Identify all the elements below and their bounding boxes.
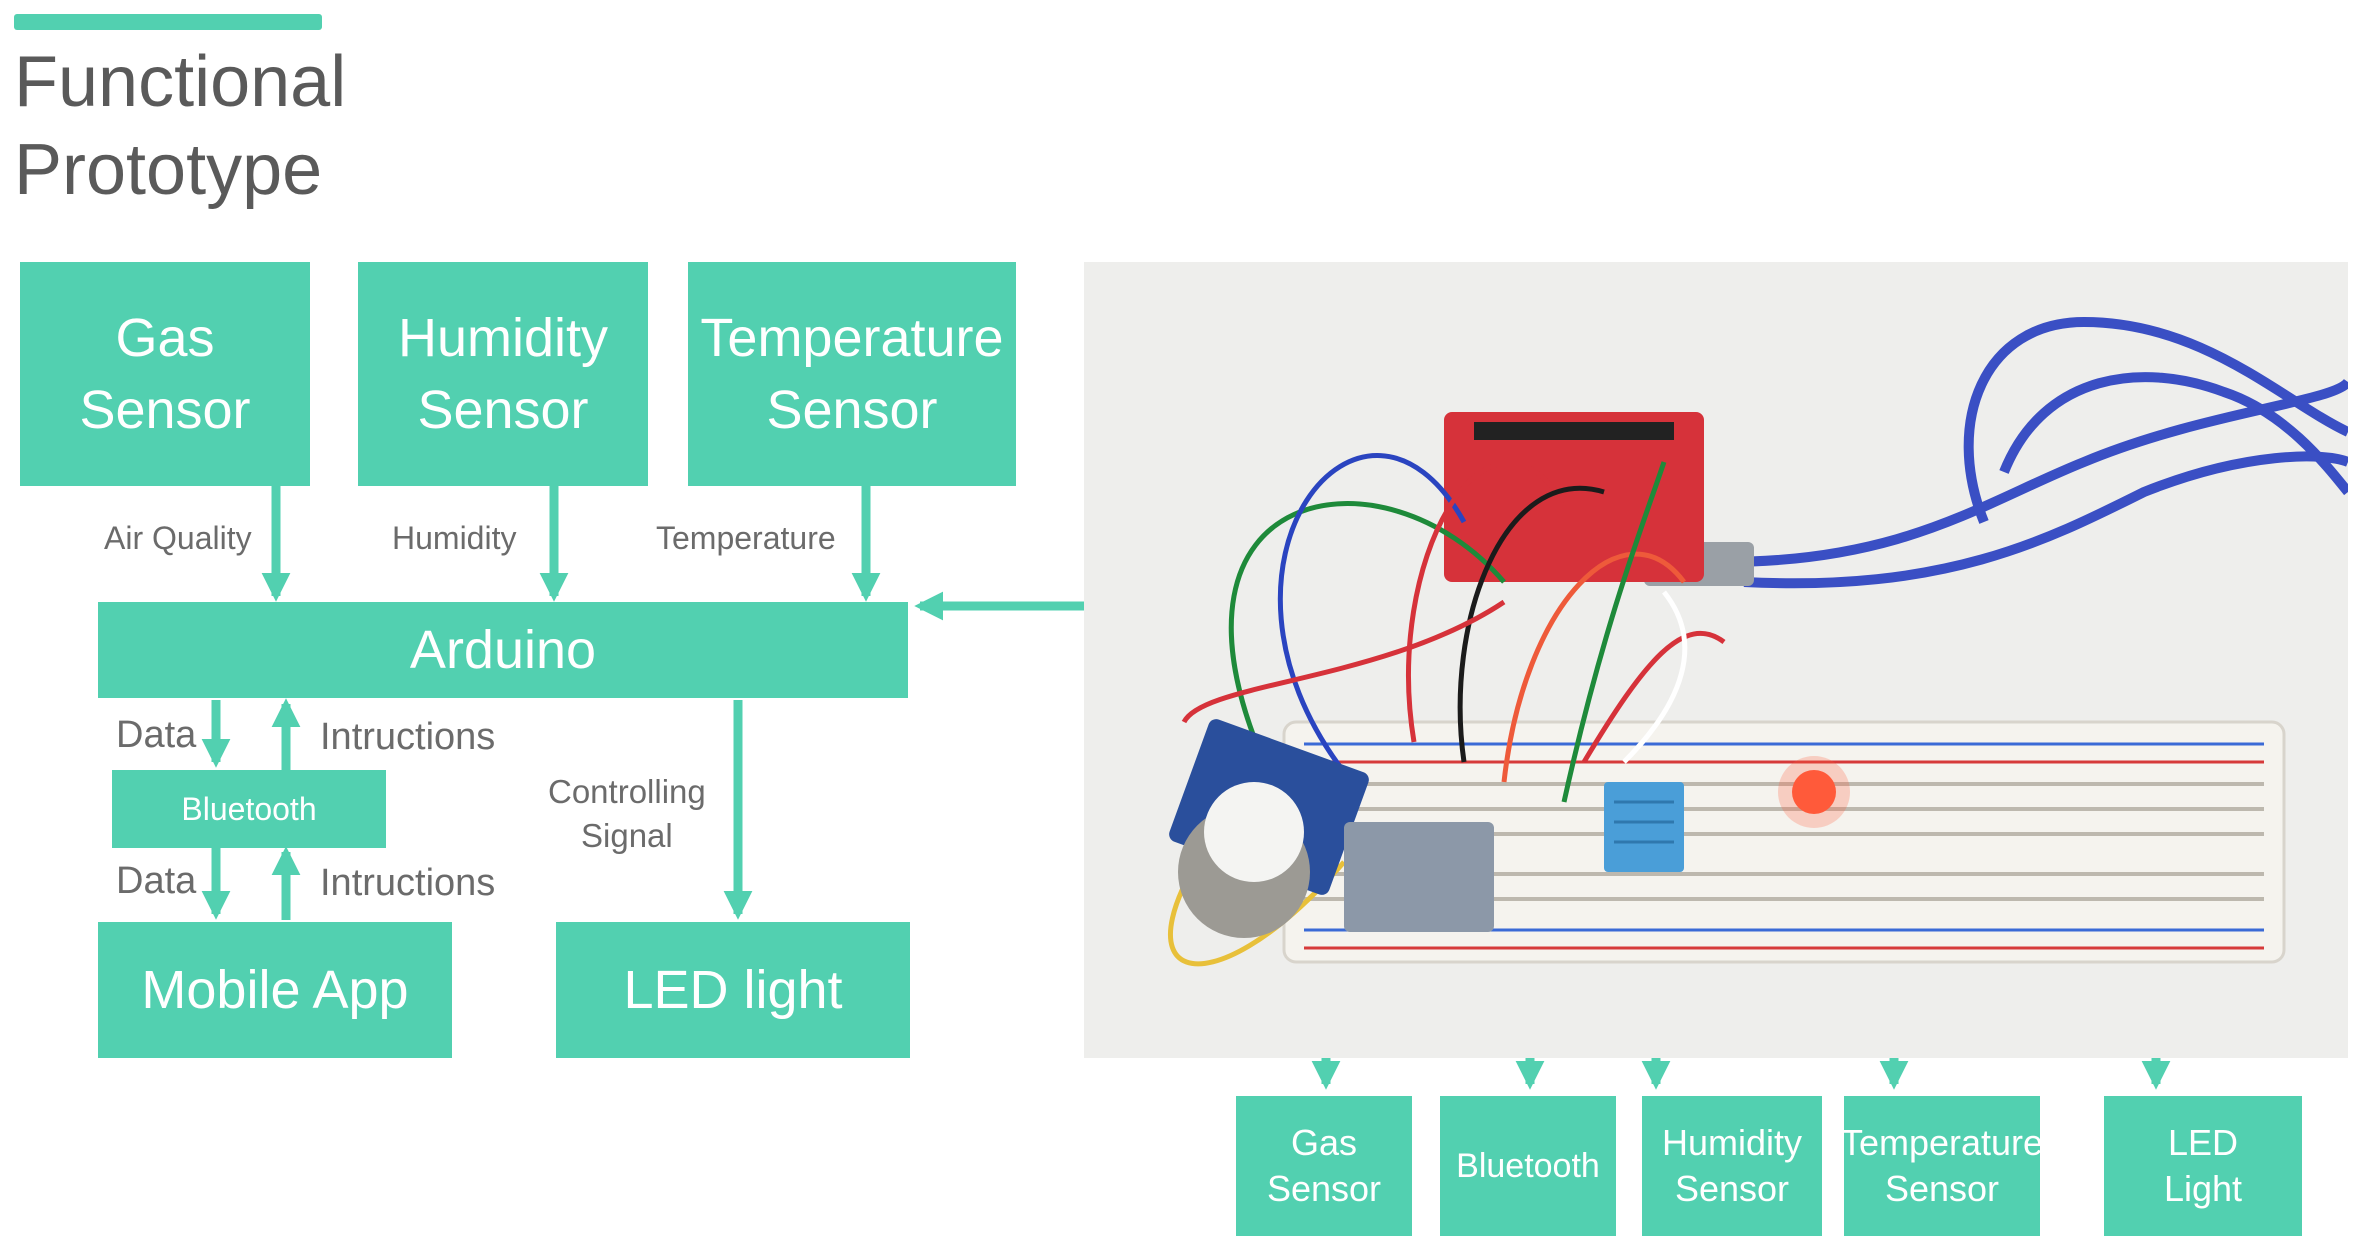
arduino-box: Arduino bbox=[98, 602, 908, 698]
instructions-label-bottom: Intructions bbox=[320, 862, 496, 904]
gas-sensor-label: Gas Sensor bbox=[79, 308, 251, 440]
photo-gas-sensor-label: Gas Sensor bbox=[1266, 1122, 1382, 1209]
bluetooth-label: Bluetooth bbox=[181, 790, 317, 827]
humidity-signal-label: Humidity bbox=[392, 520, 517, 556]
photo-temperature-sensor-box: Temperature Sensor bbox=[1840, 1096, 2044, 1236]
photo-gas-sensor-box: Gas Sensor bbox=[1236, 1096, 1412, 1236]
title-accent-bar bbox=[14, 14, 322, 30]
photo-bluetooth-label: Bluetooth bbox=[1456, 1146, 1600, 1185]
temperature-sensor-box: Temperature Sensor bbox=[688, 262, 1016, 486]
data-label-top: Data bbox=[116, 714, 197, 756]
photo-bluetooth-box: Bluetooth bbox=[1440, 1096, 1616, 1236]
usb-cable bbox=[1723, 316, 2348, 589]
humidity-sensor-box: Humidity Sensor bbox=[358, 262, 648, 486]
breadboard-illustration bbox=[1084, 262, 2348, 1058]
gas-sensor-box: Gas Sensor bbox=[20, 262, 310, 486]
photo-temperature-sensor-label: Temperature Sensor bbox=[1840, 1122, 2044, 1209]
data-label-bottom: Data bbox=[116, 860, 197, 902]
humidity-sensor-module bbox=[1604, 782, 1684, 872]
mobile-app-label: Mobile App bbox=[141, 960, 409, 1020]
mobile-app-box: Mobile App bbox=[98, 922, 452, 1058]
temperature-sensor-label: Temperature Sensor bbox=[700, 308, 1004, 440]
arduino-label: Arduino bbox=[409, 620, 597, 680]
photo-humidity-sensor-box: Humidity Sensor bbox=[1642, 1096, 1822, 1236]
photo-led-light-label: LED Light bbox=[2163, 1122, 2243, 1209]
controlling-signal-label: Controlling Signal bbox=[548, 773, 706, 854]
bluetooth-module bbox=[1344, 822, 1494, 932]
bluetooth-box: Bluetooth bbox=[112, 770, 386, 848]
instructions-label-top: Intructions bbox=[320, 716, 496, 758]
humidity-sensor-label: Humidity Sensor bbox=[397, 308, 609, 440]
photo-humidity-sensor-label: Humidity Sensor bbox=[1661, 1122, 1803, 1209]
photo-led-light-box: LED Light bbox=[2104, 1096, 2302, 1236]
temperature-signal-label: Temperature bbox=[656, 520, 836, 556]
led-light-box: LED light bbox=[556, 922, 910, 1058]
air-quality-label: Air Quality bbox=[104, 520, 252, 556]
led-light-label: LED light bbox=[623, 960, 843, 1020]
page-title: Functional Prototype bbox=[14, 42, 347, 210]
led-component bbox=[1792, 770, 1836, 814]
prototype-photo bbox=[1084, 262, 2348, 1058]
